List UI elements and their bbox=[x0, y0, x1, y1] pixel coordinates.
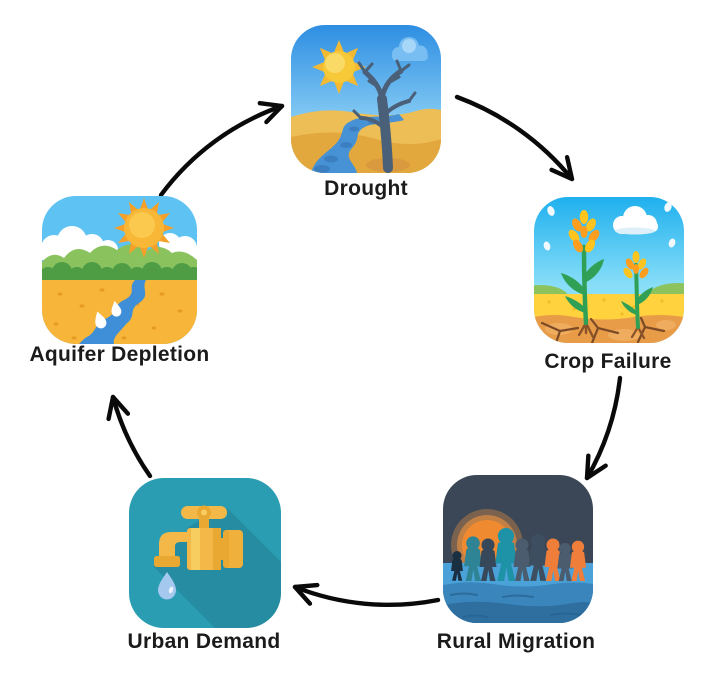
node-label-rural-migration: Rural Migration bbox=[436, 630, 596, 653]
grain-head bbox=[623, 251, 649, 279]
cracked-soil bbox=[534, 315, 684, 343]
grain-head bbox=[568, 210, 600, 253]
aquifer-depletion-icon bbox=[42, 196, 197, 344]
arrow-crop-failure-to-rural-migration bbox=[584, 375, 623, 481]
cloud-icon bbox=[392, 37, 428, 61]
dead-tree bbox=[352, 59, 417, 173]
bushes bbox=[42, 262, 197, 285]
rural-migration-icon bbox=[443, 475, 593, 623]
drought-icon bbox=[291, 25, 441, 173]
arrow-aquifer-to-drought bbox=[158, 100, 285, 198]
arrow-urban-demand-to-aquifer-depletion bbox=[106, 394, 153, 479]
rain-drops bbox=[543, 202, 676, 251]
short-crop-plant bbox=[621, 251, 653, 340]
arrow-drought-to-crop-failure bbox=[454, 94, 575, 182]
arrow-rural-migration-to-urban-demand bbox=[292, 582, 441, 607]
urban-demand-icon bbox=[129, 478, 281, 628]
node-label-crop-failure: Crop Failure bbox=[544, 350, 672, 373]
crop-failure-icon bbox=[534, 197, 684, 343]
sun-icon bbox=[114, 198, 174, 258]
node-label-aquifer-depletion: Aquifer Depletion bbox=[29, 343, 210, 366]
node-label-urban-demand: Urban Demand bbox=[127, 630, 281, 653]
water-drops bbox=[95, 301, 122, 329]
cloud-icon bbox=[613, 206, 658, 235]
faucet-icon bbox=[154, 505, 243, 570]
river bbox=[79, 280, 146, 344]
node-label-drought: Drought bbox=[324, 177, 408, 200]
tall-crop-plant bbox=[561, 210, 604, 339]
water-drop-icon bbox=[158, 572, 176, 600]
sun-icon bbox=[312, 40, 366, 94]
